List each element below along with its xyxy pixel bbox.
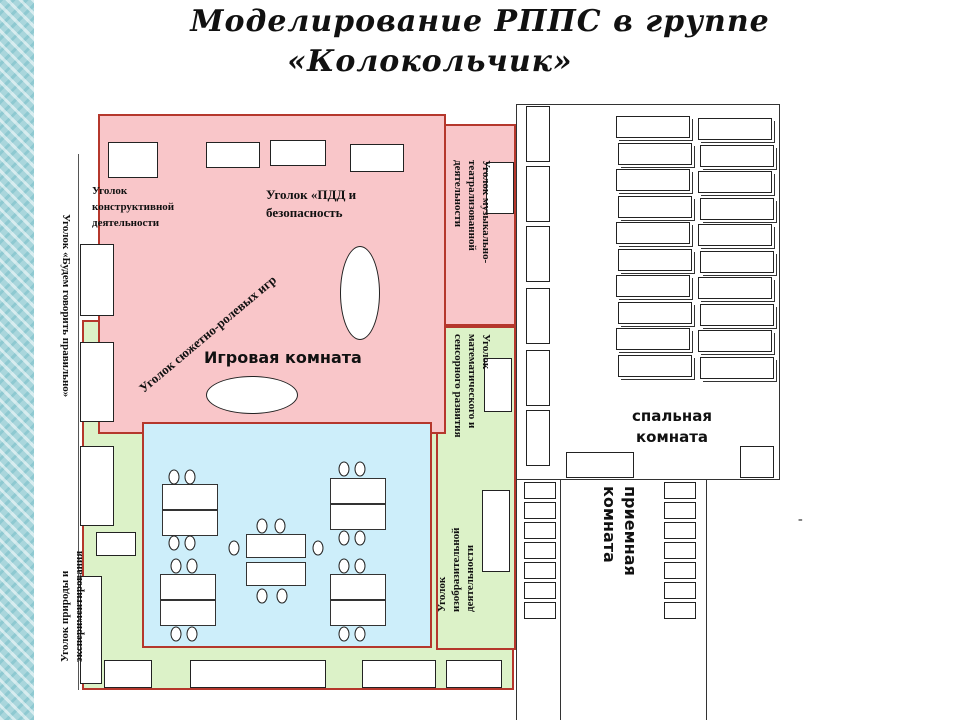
left-cabinet [80, 342, 114, 422]
shelf [270, 140, 326, 166]
locker [664, 522, 696, 539]
desk [330, 478, 386, 504]
desk [246, 534, 306, 558]
label-mat: Уголок математического и сенсорного разв… [452, 334, 493, 438]
locker [664, 562, 696, 579]
bed [700, 250, 774, 273]
left-cabinet [80, 446, 114, 526]
page-title-line2: «Колокольчик» [287, 44, 573, 79]
label-priemnaya: приемная комната [598, 486, 640, 576]
bottom-shelf [362, 660, 436, 688]
bed [616, 116, 690, 138]
bedroom-bench [566, 452, 634, 478]
bed [698, 171, 772, 193]
oval-table [206, 376, 298, 414]
shelf [108, 142, 158, 178]
label-izo: Уголок изобразительной деятельности [436, 527, 476, 612]
locker [524, 522, 556, 539]
reception-wall [560, 480, 561, 720]
bedroom-outline [516, 104, 780, 480]
locker [664, 502, 696, 519]
bed [618, 301, 692, 324]
bed [700, 356, 774, 379]
locker [524, 582, 556, 599]
left-wall-line [78, 154, 79, 690]
bedroom-cabinet [526, 350, 550, 406]
bed [618, 142, 692, 165]
locker [664, 602, 696, 619]
decorative-left-strip [0, 0, 34, 720]
label-konstruktiv: Уголок конструктивной деятельности [92, 185, 175, 229]
desk [160, 574, 216, 600]
label-pdd: Уголок «ПДД и безопасность [266, 187, 357, 221]
bed [618, 195, 692, 218]
label-priemnaya-line2: комната [600, 486, 620, 563]
label-priroda: Уголок природы и экспериментирования [59, 550, 86, 662]
music-zone [440, 124, 516, 326]
bed [700, 197, 774, 220]
reception-wall [516, 480, 517, 720]
locker [524, 602, 556, 619]
locker [524, 482, 556, 499]
desk [330, 574, 386, 600]
reception-wall [706, 480, 707, 720]
bed [616, 275, 690, 297]
locker [524, 562, 556, 579]
left-cabinet [80, 244, 114, 316]
dash-mark: - [798, 512, 803, 527]
bed [698, 118, 772, 140]
bed [618, 248, 692, 271]
bedroom-cabinet [526, 106, 550, 162]
bed [616, 328, 690, 350]
label-spalnaya: спальная комната [612, 406, 732, 448]
bedroom-cabinet [526, 166, 550, 222]
label-spalnaya-line2: комната [635, 428, 709, 446]
bed [698, 330, 772, 352]
bottom-shelf [446, 660, 502, 688]
label-igrovaya: Игровая комната [204, 348, 362, 367]
locker [664, 482, 696, 499]
bed [700, 144, 774, 167]
desk [330, 504, 386, 530]
bed [616, 222, 690, 244]
desk [330, 600, 386, 626]
bedroom-bench [740, 446, 774, 478]
locker [524, 502, 556, 519]
label-spalnaya-line1: спальная [632, 407, 712, 425]
locker [524, 542, 556, 559]
left-cabinet [80, 576, 102, 684]
bedroom-cabinet [526, 226, 550, 282]
oval-carpet [340, 246, 380, 340]
label-priemnaya-line1: приемная [621, 486, 640, 576]
bed [698, 224, 772, 246]
bed [700, 303, 774, 326]
bedroom-cabinet [526, 410, 550, 466]
bottom-shelf [104, 660, 152, 688]
locker [664, 542, 696, 559]
music-cabinet [486, 162, 514, 214]
left-cabinet [96, 532, 136, 556]
desk [246, 562, 306, 586]
shelf [350, 144, 404, 172]
bottom-shelf [190, 660, 326, 688]
bed [616, 169, 690, 191]
bed [618, 354, 692, 377]
locker [664, 582, 696, 599]
page-title-line1: Моделирование РППС в группе [190, 4, 770, 39]
bedroom-cabinet [526, 288, 550, 344]
desk [160, 600, 216, 626]
izo-cabinet [482, 490, 510, 572]
shelf [206, 142, 260, 168]
label-muz: Уголок музыкально-театрализованной деяте… [452, 160, 493, 264]
label-budem: Уголок «Будем говорить правильно» [60, 214, 72, 398]
bed [698, 277, 772, 299]
math-cabinet [484, 358, 512, 412]
desk [162, 484, 218, 510]
